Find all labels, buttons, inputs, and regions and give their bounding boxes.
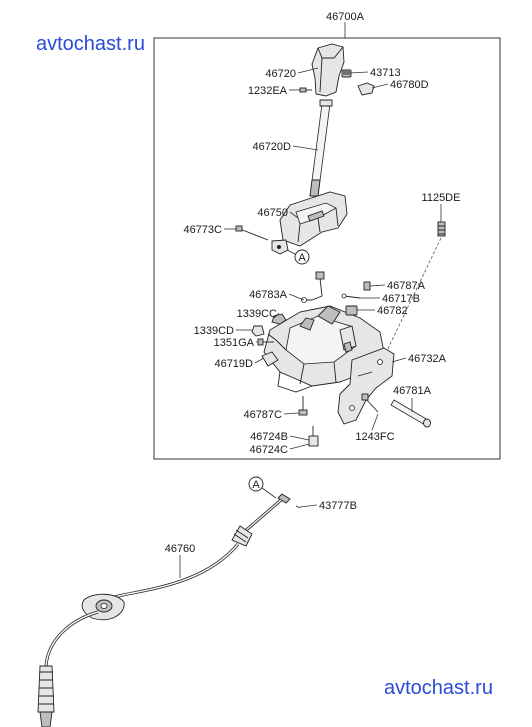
callout-46773c: 46773C bbox=[183, 224, 222, 236]
plate-bolt bbox=[361, 393, 379, 413]
washer-1339cd bbox=[251, 325, 265, 337]
callout-46750: 46750 bbox=[257, 207, 288, 219]
callout-1232ea: 1232EA bbox=[248, 85, 288, 97]
callout-46780d: 46780D bbox=[390, 79, 429, 91]
callout-1243fc: 1243FC bbox=[355, 431, 394, 443]
shift-lever-rod bbox=[309, 99, 333, 197]
shift-base-plate bbox=[337, 347, 395, 425]
callout-46720d: 46720D bbox=[252, 141, 291, 153]
shift-lock-46782 bbox=[345, 305, 358, 316]
callout-1339cc: 1339CC bbox=[237, 308, 277, 320]
callout-labels: 46700A 46720 43713 1232EA 46780D 46720D … bbox=[165, 11, 461, 555]
callout-1351ga: 1351GA bbox=[214, 337, 255, 349]
ref-marker-a-top: A bbox=[286, 249, 310, 265]
callout-46760: 46760 bbox=[165, 543, 196, 555]
callout-46783a: 46783A bbox=[249, 289, 288, 301]
callout-1125de: 1125DE bbox=[422, 192, 461, 204]
watermark-bottom: avtochast.ru bbox=[384, 677, 493, 699]
callout-46781a: 46781A bbox=[393, 385, 432, 397]
connector-46717b bbox=[341, 293, 361, 299]
callout-46724c: 46724C bbox=[249, 444, 288, 456]
indicator-housing bbox=[279, 191, 348, 247]
watermark-top: avtochast.ru bbox=[36, 33, 145, 55]
mount-bolt-1125de bbox=[437, 221, 446, 237]
ref-a-top-label: A bbox=[298, 252, 306, 264]
callout-46717b: 46717B bbox=[382, 293, 420, 305]
shift-cable bbox=[37, 493, 301, 727]
leader-lines bbox=[179, 67, 442, 578]
shift-knob bbox=[311, 43, 345, 97]
bracket-clip-46724c bbox=[308, 426, 319, 447]
knob-screw bbox=[299, 87, 312, 93]
ref-a-bottom-label: A bbox=[252, 479, 260, 491]
callout-46700a: 46700A bbox=[326, 11, 365, 23]
small-clip-46787a bbox=[363, 281, 371, 291]
callout-46720: 46720 bbox=[265, 68, 296, 80]
callout-1339cd: 1339CD bbox=[194, 325, 234, 337]
callout-46732a: 46732A bbox=[408, 353, 447, 365]
knob-cover bbox=[357, 82, 375, 96]
callout-46787a: 46787A bbox=[387, 280, 426, 292]
callout-46719d: 46719D bbox=[214, 358, 253, 370]
callout-43713: 43713 bbox=[370, 67, 401, 79]
callout-43777b: 43777B bbox=[319, 500, 357, 512]
callout-46782: 46782 bbox=[377, 305, 408, 317]
callout-46787c: 46787C bbox=[243, 409, 282, 421]
bolt-1125de-dashline bbox=[371, 237, 442, 383]
bracket-bolt-46787c bbox=[298, 396, 308, 416]
assembly-frame bbox=[153, 37, 501, 460]
wire-harness bbox=[301, 271, 325, 303]
shift-lever-base bbox=[261, 305, 385, 393]
indicator-bolt bbox=[235, 225, 289, 255]
ref-marker-a-bottom: A bbox=[248, 476, 277, 499]
knob-button bbox=[341, 69, 352, 78]
pivot-pin bbox=[390, 399, 431, 428]
callout-46724b: 46724B bbox=[250, 431, 288, 443]
